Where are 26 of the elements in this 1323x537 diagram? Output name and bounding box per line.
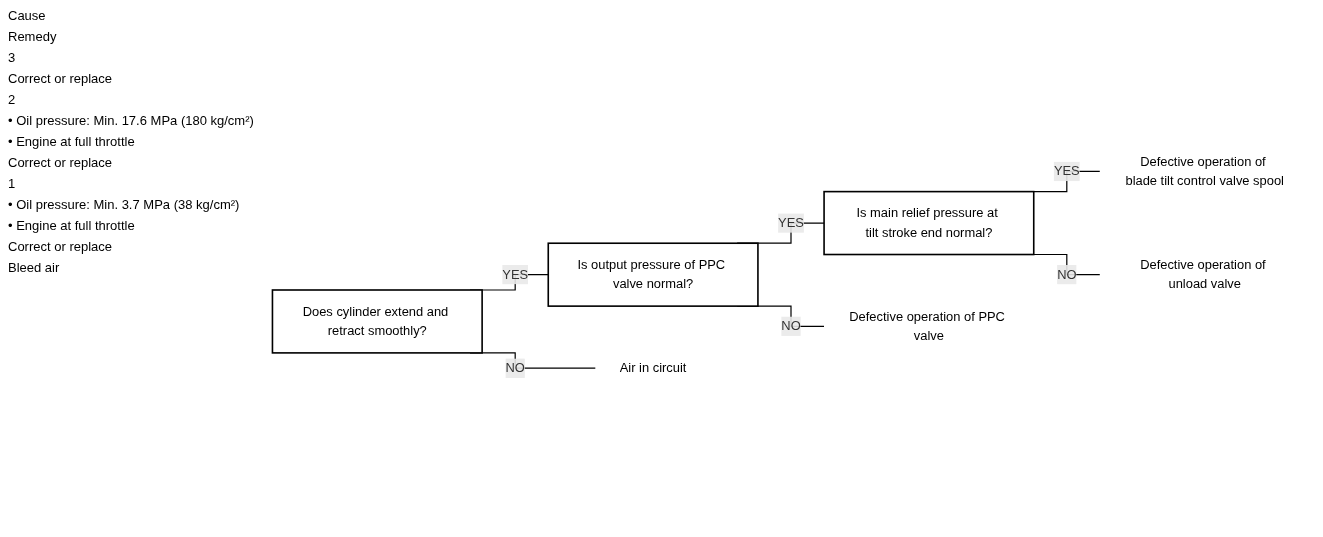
note-text: Correct or replace xyxy=(8,155,114,170)
node-text: Defective operation of PPC valve xyxy=(849,309,1005,343)
note-text: • Engine at full throttle xyxy=(8,218,136,233)
note-text: 3 xyxy=(8,50,17,65)
note-text: • Oil pressure: Min. 3.7 MPa (38 kg/cm²) xyxy=(8,197,241,212)
note-text: Correct or replace xyxy=(8,239,114,254)
edge-label: YES xyxy=(1053,164,1080,178)
note-text: Bleed air xyxy=(8,260,61,275)
note-text: Correct or replace xyxy=(8,71,114,86)
note-text: • Oil pressure: Min. 17.6 MPa (180 kg/cm²) xyxy=(8,113,255,128)
edge-label: YES xyxy=(778,215,804,230)
node-box: Does cylinder extend and retract smoothly? xyxy=(271,289,483,354)
node-text: Air in circuit xyxy=(619,360,687,375)
node-text: Defective operation of unload valve xyxy=(1140,257,1266,291)
node-box: Is output pressure of PPC valve normal? xyxy=(547,242,759,307)
node-box: Is main relief pressure at tilt stroke end normal? xyxy=(823,190,1035,256)
node-text: Defective operation of blade tilt control valve spool xyxy=(1125,154,1284,188)
note-text: Remedy xyxy=(8,29,58,44)
note-text: 1 xyxy=(8,176,17,191)
edge-label: YES xyxy=(502,267,529,282)
edge-label: NO xyxy=(505,360,525,375)
edge-label: NO xyxy=(781,319,801,333)
note-text: • Engine at full throttle xyxy=(8,134,136,149)
note-text: Cause xyxy=(8,8,47,23)
edge-label: NO xyxy=(1057,267,1077,282)
note-text: 2 xyxy=(8,92,17,107)
